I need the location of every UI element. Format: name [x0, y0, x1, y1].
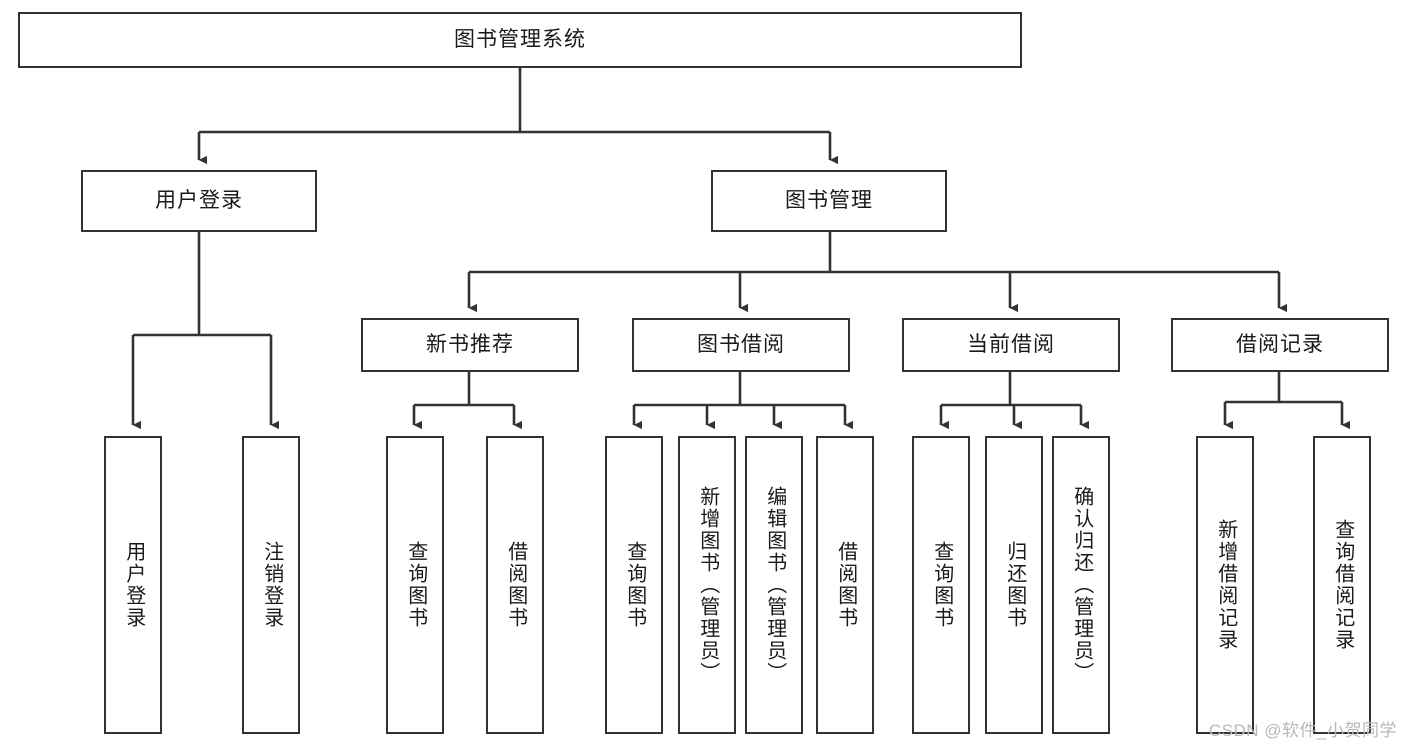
node-leaf-edit-book-label: 编辑图书（管理员）	[763, 486, 786, 684]
node-root[interactable]: 图书管理系统	[18, 12, 1022, 68]
node-leaf-user-login-label: 用户登录	[122, 541, 145, 629]
node-book-manage-label: 图书管理	[785, 189, 873, 213]
node-leaf-add-book[interactable]: 新增图书（管理员）	[678, 436, 736, 734]
node-root-label: 图书管理系统	[454, 28, 586, 52]
node-leaf-confirm-return[interactable]: 确认归还（管理员）	[1052, 436, 1110, 734]
node-borrow-record[interactable]: 借阅记录	[1171, 318, 1389, 372]
node-leaf-return-book[interactable]: 归还图书	[985, 436, 1043, 734]
node-leaf-query-book-1[interactable]: 查询图书	[386, 436, 444, 734]
node-leaf-user-login[interactable]: 用户登录	[104, 436, 162, 734]
node-user-login[interactable]: 用户登录	[81, 170, 317, 232]
node-current-borrow-label: 当前借阅	[967, 333, 1055, 357]
node-leaf-borrow-book-2[interactable]: 借阅图书	[816, 436, 874, 734]
node-leaf-user-logout-label: 注销登录	[260, 541, 283, 629]
node-leaf-user-logout[interactable]: 注销登录	[242, 436, 300, 734]
node-current-borrow[interactable]: 当前借阅	[902, 318, 1120, 372]
node-leaf-query-record-label: 查询借阅记录	[1331, 519, 1354, 651]
node-borrow-record-label: 借阅记录	[1236, 333, 1324, 357]
node-leaf-query-book-2-label: 查询图书	[623, 541, 646, 629]
node-leaf-confirm-return-label: 确认归还（管理员）	[1070, 486, 1093, 684]
node-leaf-edit-book[interactable]: 编辑图书（管理员）	[745, 436, 803, 734]
watermark: CSDN @软件_小贺同学	[1208, 721, 1397, 740]
node-leaf-query-book-3[interactable]: 查询图书	[912, 436, 970, 734]
node-book-borrow-label: 图书借阅	[697, 333, 785, 357]
node-new-book-recommend-label: 新书推荐	[426, 333, 514, 357]
node-leaf-borrow-book-2-label: 借阅图书	[834, 541, 857, 629]
node-leaf-query-book-1-label: 查询图书	[404, 541, 427, 629]
node-leaf-add-record[interactable]: 新增借阅记录	[1196, 436, 1254, 734]
node-leaf-query-record[interactable]: 查询借阅记录	[1313, 436, 1371, 734]
node-leaf-add-book-label: 新增图书（管理员）	[696, 486, 719, 684]
node-user-login-label: 用户登录	[155, 189, 243, 213]
node-book-borrow[interactable]: 图书借阅	[632, 318, 850, 372]
node-leaf-add-record-label: 新增借阅记录	[1214, 519, 1237, 651]
node-leaf-return-book-label: 归还图书	[1003, 541, 1026, 629]
node-leaf-query-book-3-label: 查询图书	[930, 541, 953, 629]
node-leaf-borrow-book-1-label: 借阅图书	[504, 541, 527, 629]
node-new-book-recommend[interactable]: 新书推荐	[361, 318, 579, 372]
node-book-manage[interactable]: 图书管理	[711, 170, 947, 232]
node-leaf-query-book-2[interactable]: 查询图书	[605, 436, 663, 734]
node-leaf-borrow-book-1[interactable]: 借阅图书	[486, 436, 544, 734]
